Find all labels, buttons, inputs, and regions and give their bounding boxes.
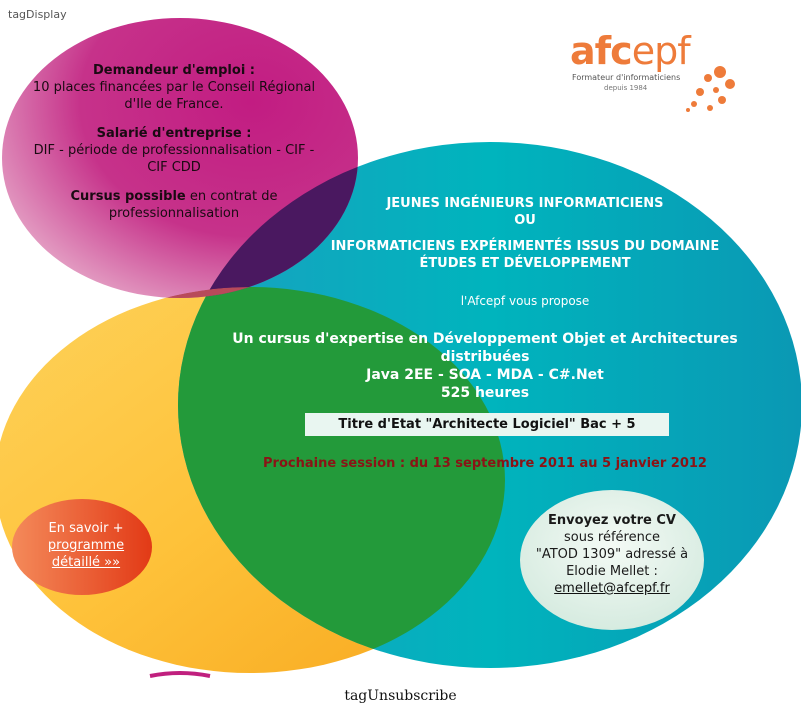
svg-text:afcepf: afcepf <box>570 29 692 73</box>
logo-brand-right: epf <box>632 29 693 73</box>
tech-list: Java 2EE - SOA - MDA - C#.Net <box>366 367 604 383</box>
job-seeker-text: 10 places financées par le Conseil Régio… <box>32 80 316 112</box>
cursus-line-1: Un cursus d'expertise en Développement O… <box>232 331 738 347</box>
cursus-heading: Cursus possible <box>70 189 186 204</box>
program-detail-link[interactable]: détaillé »» <box>51 555 121 570</box>
cv-contact-name: Elodie Mellet : <box>566 564 658 579</box>
more-info-label: En savoir + <box>48 521 124 536</box>
cv-email-link[interactable]: emellet@afcepf.fr <box>554 581 670 596</box>
audience-line-3: ÉTUDES ET DÉVELOPPEMENT <box>419 256 631 271</box>
send-cv-heading: Envoyez votre CV <box>548 513 676 528</box>
cursus-line-2: distribuées <box>440 349 530 365</box>
afcepf-logo: afcepf Formateur d'informaticiens depuis… <box>570 22 740 114</box>
audience-line-1: JEUNES INGÉNIEURS INFORMATICIENS <box>386 196 664 211</box>
pink-circle-text: Demandeur d'emploi : 10 places financées… <box>28 62 320 234</box>
cv-reference-code: "ATOD 1309" adressé à <box>535 547 689 562</box>
tag-unsubscribe[interactable]: tagUnsubscribe <box>344 688 457 704</box>
tag-display: tagDisplay <box>8 8 67 21</box>
audience-or: OU <box>514 213 536 228</box>
more-info-block: En savoir + programme détaillé »» <box>22 520 150 571</box>
logo-brand-left: afc <box>570 29 632 73</box>
next-session: Prochaine session : du 13 septembre 2011… <box>263 456 707 471</box>
send-cv-block: Envoyez votre CV sous référence "ATOD 13… <box>522 512 702 597</box>
logo-dots-icon <box>686 66 735 112</box>
logo-since: depuis 1984 <box>604 84 648 92</box>
audience-line-2: INFORMATICIENS EXPÉRIMENTÉS ISSUS DU DOM… <box>330 239 720 254</box>
hours: 525 heures <box>440 385 530 401</box>
job-seeker-heading: Demandeur d'emploi : <box>92 63 256 78</box>
logo-tagline: Formateur d'informaticiens <box>572 73 680 82</box>
program-link[interactable]: programme <box>47 538 125 553</box>
cv-reference-label: sous référence <box>564 530 660 545</box>
diploma-title-box: Titre d'Etat "Architecte Logiciel" Bac +… <box>305 413 669 436</box>
cursus-text: en contrat de professionnalisation <box>108 189 278 221</box>
propose-text: l'Afcepf vous propose <box>460 294 590 308</box>
employee-heading: Salarié d'entreprise : <box>96 126 252 141</box>
employee-text: DIF - période de professionnalisation - … <box>33 143 315 175</box>
